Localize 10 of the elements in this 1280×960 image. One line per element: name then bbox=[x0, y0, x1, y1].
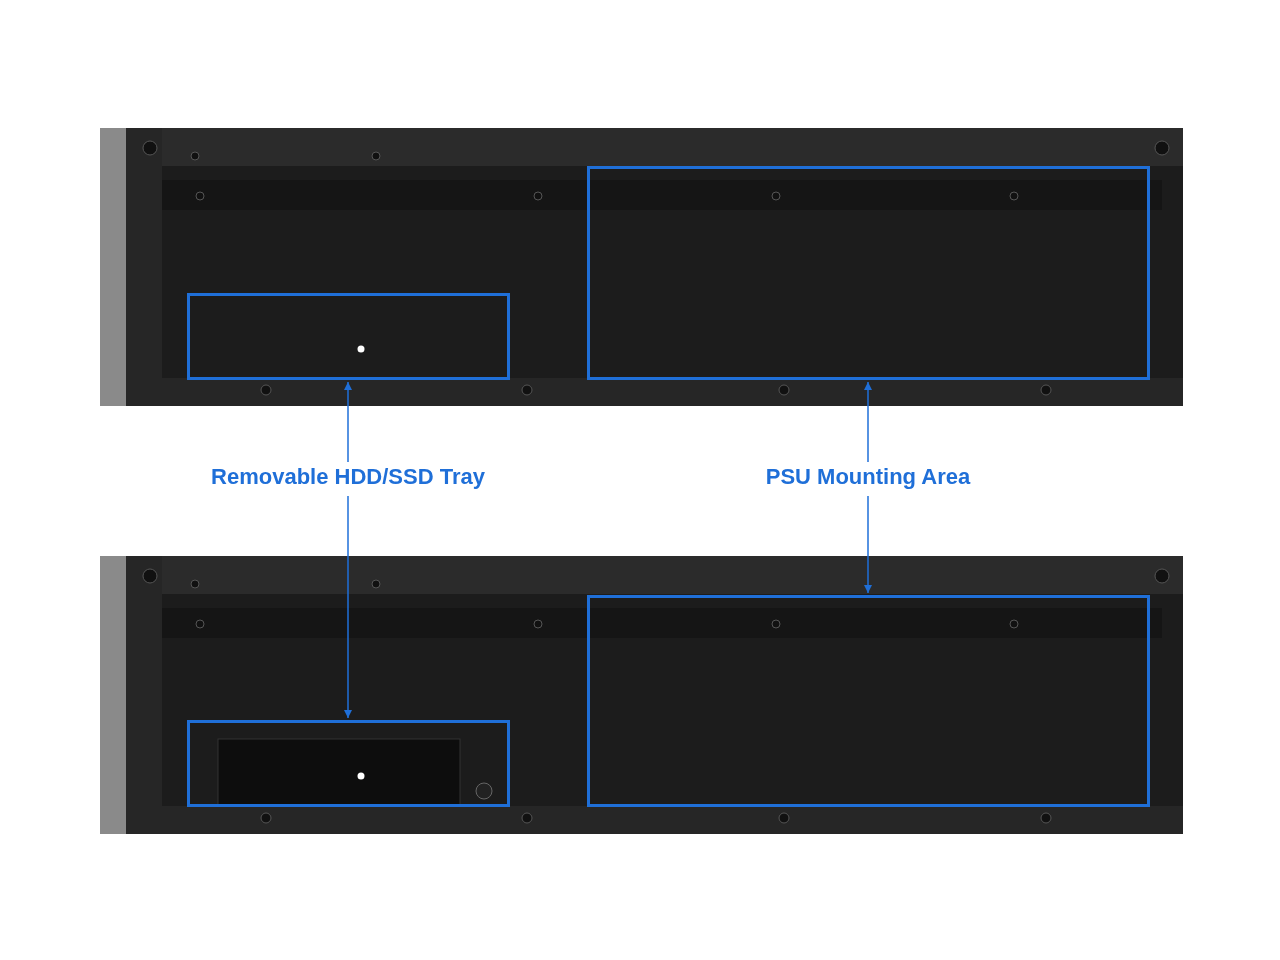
leader-line bbox=[344, 381, 352, 463]
highlight-frame bbox=[587, 595, 1150, 807]
highlight-frame bbox=[187, 720, 510, 807]
highlight-frame bbox=[187, 293, 510, 380]
callout-label: PSU Mounting Area bbox=[764, 464, 972, 490]
leader-line bbox=[864, 381, 872, 463]
leader-line bbox=[864, 495, 872, 594]
highlight-frame bbox=[587, 166, 1150, 380]
leader-line bbox=[344, 495, 352, 719]
callout-label: Removable HDD/SSD Tray bbox=[210, 464, 486, 490]
